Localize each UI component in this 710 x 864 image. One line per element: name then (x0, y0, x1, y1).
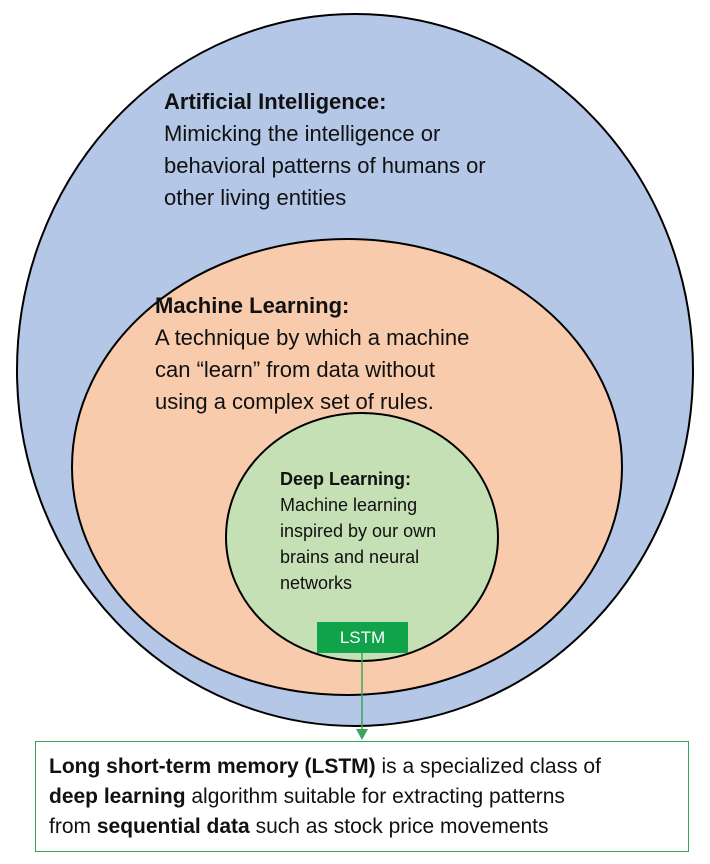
callout-text: such as stock price movements (249, 815, 549, 838)
callout-text: from (49, 815, 97, 838)
lstm-callout-box: Long short-term memory (LSTM) is a speci… (35, 741, 689, 852)
dl-description-line: inspired by our own (280, 521, 437, 541)
lstm-label-box: LSTM (317, 622, 408, 653)
lstm-label: LSTM (339, 628, 386, 647)
dl-label: Deep Learning: Machine learning inspired… (280, 466, 436, 596)
ml-heading: Machine Learning: (155, 293, 350, 318)
ai-heading: Artificial Intelligence: (164, 89, 387, 114)
dl-description-line: brains and neural (280, 547, 420, 567)
callout-term-deep-learning: deep learning (49, 785, 186, 808)
ml-description-line: can “learn” from data without (155, 357, 436, 382)
ai-label: Artificial Intelligence: Mimicking the i… (164, 86, 486, 214)
dl-description-line: Machine learning (280, 495, 418, 515)
dl-heading: Deep Learning: (280, 469, 412, 489)
callout-line-1: Long short-term memory (LSTM) is a speci… (49, 752, 688, 782)
ai-description-line: behavioral patterns of humans or (164, 153, 486, 178)
ml-label: Machine Learning: A technique by which a… (155, 290, 469, 418)
ai-description-line: Mimicking the intelligence or (164, 121, 441, 146)
callout-term-sequential-data: sequential data (96, 815, 250, 838)
dl-description-line: networks (280, 573, 353, 593)
callout-line-2: deep learning algorithm suitable for ext… (49, 782, 688, 812)
callout-line-3: from sequential data such as stock price… (49, 812, 688, 842)
ai-description-line: other living entities (164, 185, 347, 210)
ml-description-line: A technique by which a machine (155, 325, 470, 350)
callout-text: is a specialized class of (375, 755, 601, 778)
arrow-head (356, 729, 368, 740)
callout-text: algorithm suitable for extracting patter… (185, 785, 565, 808)
ml-description-line: using a complex set of rules. (155, 389, 434, 414)
callout-term-lstm: Long short-term memory (LSTM) (49, 755, 376, 778)
